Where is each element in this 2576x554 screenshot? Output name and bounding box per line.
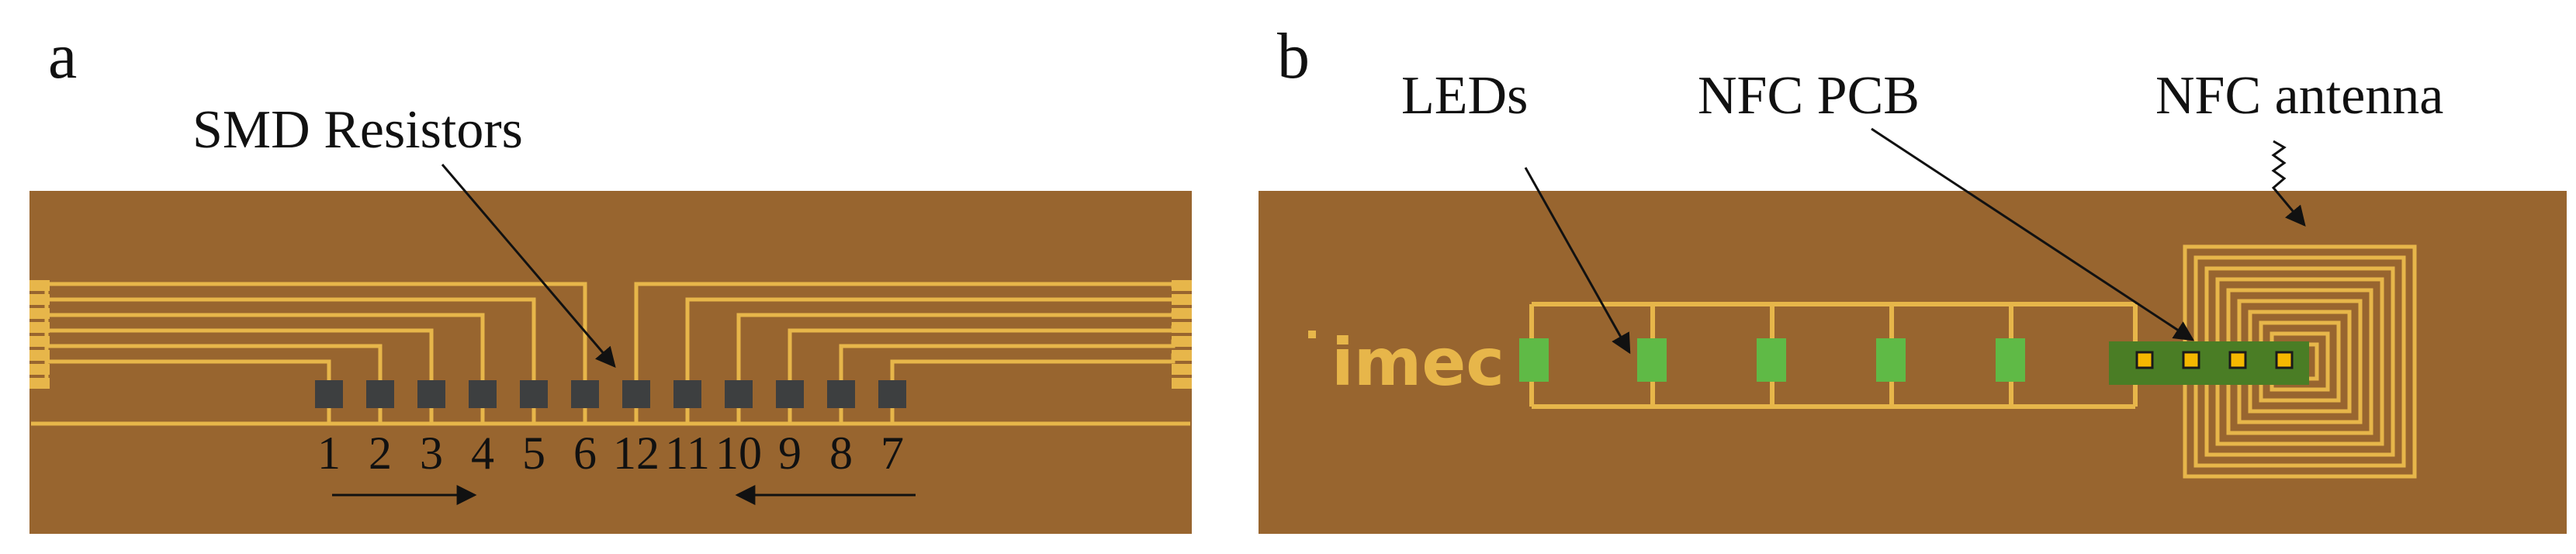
led	[1876, 338, 1906, 382]
panel-a-letter: a	[48, 20, 77, 92]
resistor-number: 1	[317, 428, 341, 479]
smd-resistor	[776, 380, 804, 408]
nfc-pcb-leader-line	[1871, 127, 2195, 341]
resistor-trace-right	[788, 325, 1190, 391]
resistor-trace-right	[685, 297, 1190, 391]
resistor-number: 4	[471, 428, 494, 479]
resistor-number: 6	[573, 428, 597, 479]
smd-resistor	[315, 380, 343, 408]
panel-b: b LEDs NFC PCB NFC antenna imec	[1259, 20, 2567, 534]
resistor-number: 5	[522, 428, 545, 479]
nfc-pcb-callout: NFC PCB	[1698, 66, 1920, 126]
resistor-trace-right	[736, 311, 1190, 391]
led	[1519, 338, 1549, 382]
leds-callout: LEDs	[1401, 66, 1528, 126]
resistor-number: 11	[665, 428, 710, 479]
nfc-pad	[2275, 351, 2294, 369]
panel-b-letter: b	[1277, 20, 1310, 92]
smd-resistor	[571, 380, 599, 408]
resistor-trace-right	[839, 339, 1190, 391]
resistor-trace-right	[890, 353, 1190, 391]
led-ladder-traces	[1529, 302, 2138, 409]
resistor-trace-right	[634, 282, 1190, 391]
resistor-number: 9	[778, 428, 802, 479]
smd-resistor	[622, 380, 650, 408]
smd-resistor	[673, 380, 701, 408]
resistor-number: 7	[881, 428, 904, 479]
smd-resistors-leader-line	[441, 164, 616, 368]
smd-resistor	[725, 380, 753, 408]
led-row	[1519, 338, 2025, 382]
nfc-antenna-callout: NFC antenna	[2155, 66, 2443, 126]
smd-resistor	[878, 380, 906, 408]
smd-resistor	[366, 380, 394, 408]
led	[1757, 338, 1786, 382]
nfc-pcb-pads	[2135, 351, 2294, 369]
resistor-number: 10	[715, 428, 762, 479]
smd-resistor-row	[315, 380, 906, 408]
nfc-pad	[2228, 351, 2247, 369]
leds-leader-line	[1524, 167, 1631, 355]
led	[1996, 338, 2025, 382]
smd-resistor	[827, 380, 855, 408]
smd-resistor	[417, 380, 445, 408]
resistor-number: 3	[420, 428, 443, 479]
resistor-trace-left	[31, 282, 587, 391]
nfc-pad	[2135, 351, 2154, 369]
resistor-number: 12	[613, 428, 660, 479]
nfc-antenna-leader-line	[2271, 140, 2306, 227]
imec-logo-dot	[1308, 331, 1316, 338]
imec-logo: imec	[1331, 324, 1504, 400]
connector-pad-right	[1172, 378, 1192, 389]
resistor-number: 8	[829, 428, 853, 479]
resistor-traces	[29, 280, 1192, 426]
connector-pad-right	[1172, 364, 1192, 375]
smd-resistors-callout: SMD Resistors	[192, 100, 523, 160]
nfc-pad	[2182, 351, 2200, 369]
smd-resistor	[520, 380, 548, 408]
resistor-number: 2	[369, 428, 392, 479]
led	[1637, 338, 1667, 382]
smd-resistor	[469, 380, 497, 408]
